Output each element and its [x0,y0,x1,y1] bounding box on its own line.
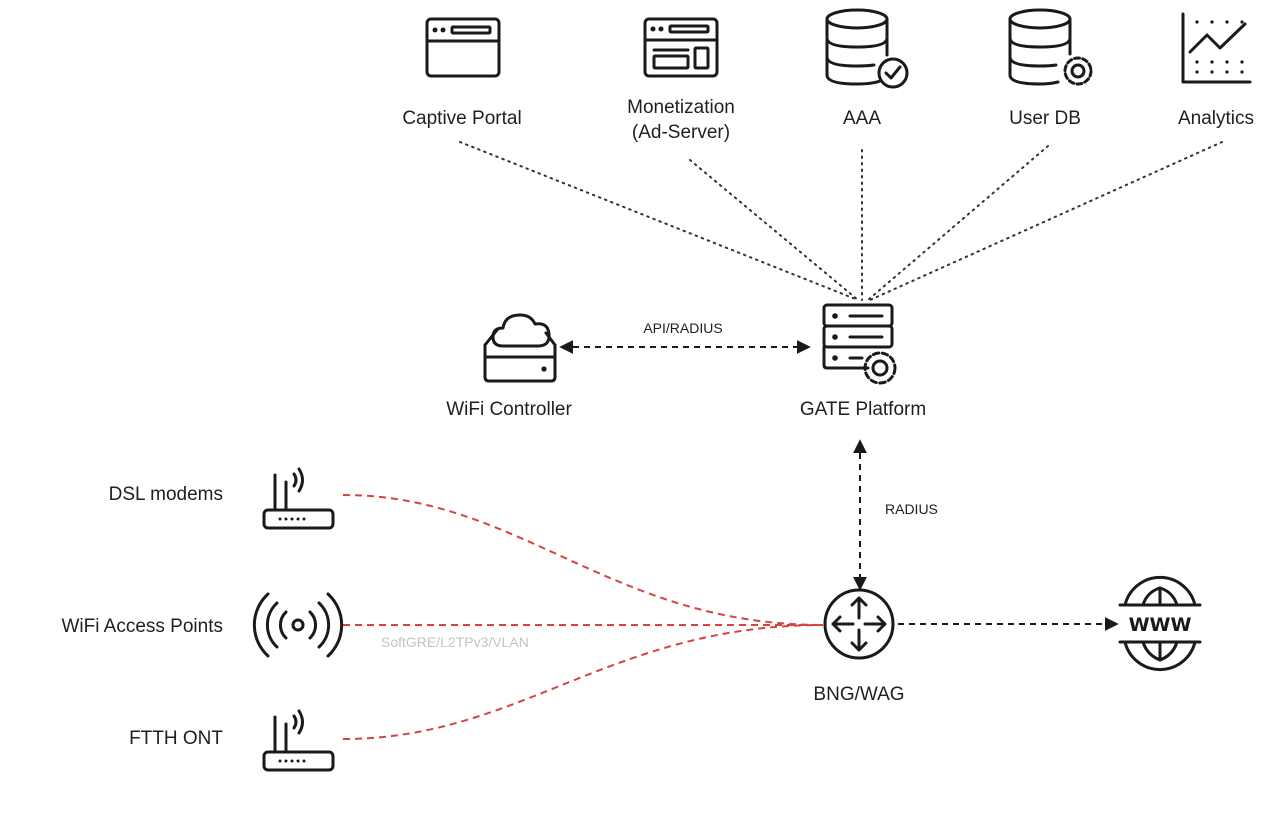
dsl-access-link [342,494,824,626]
browser-window-icon [425,17,501,78]
browser-layout-icon [643,17,719,78]
ftth-access-link [342,624,824,740]
radius-label: RADIUS [885,501,938,517]
cloud-server-icon [483,313,557,383]
wifi-controller-label: WiFi Controller [446,399,572,420]
monetization-node: Monetization (Ad-Server) [627,17,735,143]
connector-analytics [869,141,1223,301]
analytics-label: Analytics [1178,108,1254,129]
ftth-ont-label: FTTH ONT [129,728,223,749]
captive-portal-label: Captive Portal [402,108,521,129]
server-gear-icon [822,303,897,385]
api-radius-link: API/RADIUS [559,320,811,354]
line-chart-icon [1181,12,1252,84]
dsl-modems-node: DSL modems [109,467,335,530]
connector-captive-portal [459,141,859,301]
user-db-label: User DB [1009,108,1081,129]
analytics-node: Analytics [1178,12,1254,129]
router-icon [823,588,895,660]
globe-www-icon: WWW [1118,575,1202,672]
modem-icon [262,709,335,772]
database-check-icon [825,8,909,89]
bng-wag-label: BNG/WAG [813,684,904,705]
www-text: WWW [1129,614,1192,636]
gate-platform-label: GATE Platform [800,399,926,420]
dsl-modems-label: DSL modems [109,484,223,505]
radius-link: RADIUS [853,439,938,591]
service-connectors [459,141,1223,301]
connector-user-db [867,145,1049,301]
user-db-node: User DB [1008,8,1093,129]
modem-icon [262,467,335,530]
tunnel-protocols-label: SoftGRE/L2TPv3/VLAN [381,634,529,650]
aaa-node: AAA [825,8,909,129]
gate-platform-node: GATE Platform [800,303,926,420]
captive-portal-node: Captive Portal [402,17,522,129]
database-gear-icon [1008,8,1093,86]
aaa-label: AAA [843,108,881,129]
access-links: SoftGRE/L2TPv3/VLAN [342,494,824,740]
monetization-label-line1: Monetization [627,97,735,118]
connector-monetization [689,159,859,301]
wifi-access-points-label: WiFi Access Points [61,616,223,637]
bng-wag-node: BNG/WAG [813,588,905,705]
wifi-controller-node: WiFi Controller [446,313,572,420]
wifi-access-points-node: WiFi Access Points [61,592,344,658]
monetization-label-line2: (Ad-Server) [632,122,730,143]
ftth-ont-node: FTTH ONT [129,709,335,772]
api-radius-label: API/RADIUS [643,320,722,336]
wifi-broadcast-icon [252,592,344,658]
internet-node: WWW [1118,575,1202,672]
